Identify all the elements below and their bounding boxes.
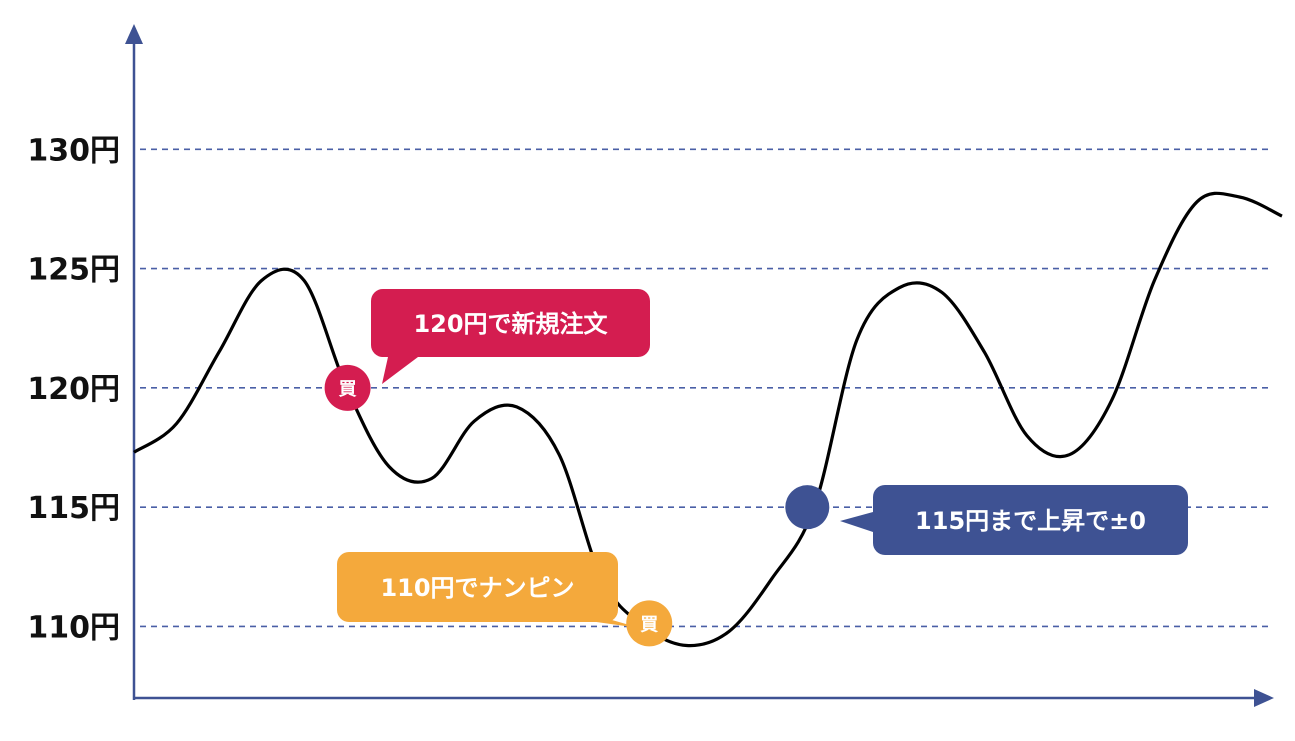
- y-tick-label: 120円: [27, 372, 120, 407]
- y-tick-labels: 130円 125円 120円 115円 110円: [27, 133, 120, 645]
- series-layer: [133, 191, 1283, 648]
- callout-box: [371, 289, 650, 357]
- y-axis-arrow-icon: [125, 24, 143, 44]
- callout-tail: [840, 512, 873, 532]
- callout-text: 115円まで上昇で±0: [915, 507, 1146, 535]
- x-axis-arrow-icon: [1254, 689, 1274, 707]
- price-line: [133, 191, 1283, 648]
- y-tick-label: 115円: [27, 491, 120, 526]
- trade-marker-label: 買: [339, 379, 357, 400]
- callout-text: 110円でナンピン: [380, 574, 574, 602]
- y-tick-label: 125円: [27, 253, 120, 288]
- annotation: 115円まで上昇で±0: [785, 485, 1188, 555]
- trade-marker: [785, 485, 830, 530]
- callout-box: [337, 552, 618, 622]
- callout-tail: [582, 620, 640, 628]
- trade-marker-label: 買: [640, 614, 658, 635]
- y-tick-label: 110円: [27, 610, 120, 645]
- trade-marker: [324, 364, 371, 411]
- axes: [125, 24, 1274, 707]
- callout-tail: [382, 357, 418, 384]
- y-tick-label: 130円: [27, 133, 120, 168]
- callout-text: 120円で新規注文: [413, 310, 608, 338]
- trade-marker: [626, 600, 673, 647]
- callout-box: [873, 485, 1188, 555]
